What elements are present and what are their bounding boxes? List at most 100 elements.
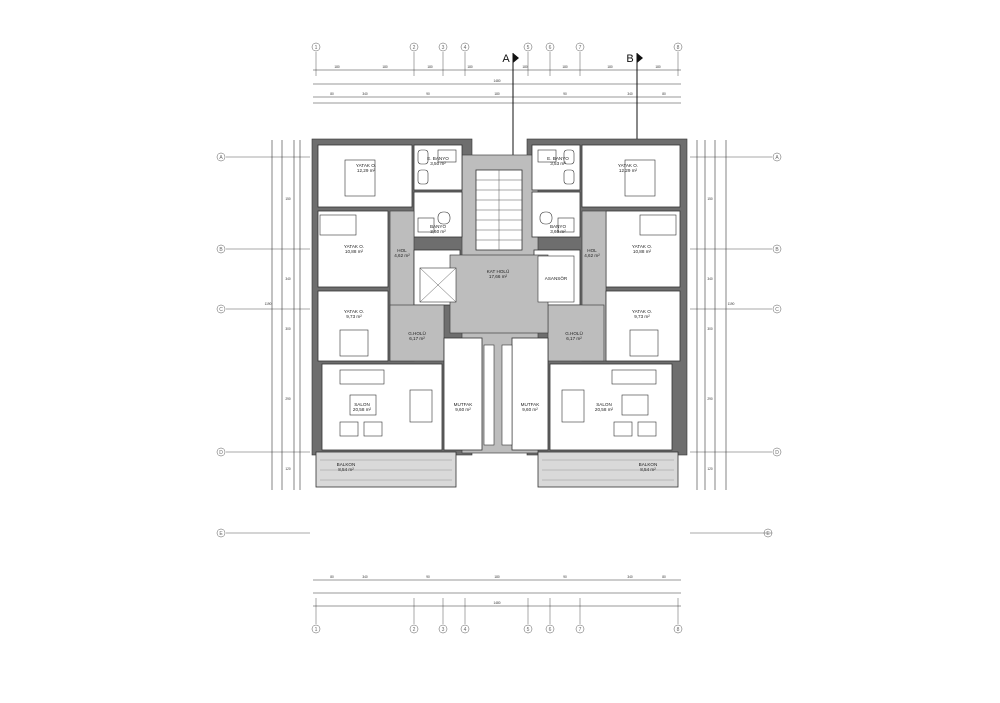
room-area: 10,88 m² [633, 249, 652, 254]
section-b-arrow-icon [637, 53, 643, 63]
bed-icon [319, 214, 357, 236]
room-label: YATAK O. [632, 244, 652, 249]
dim-text: 180 [522, 65, 528, 69]
sofa-icon [339, 369, 385, 385]
table-icon [621, 394, 649, 416]
axis-label: 1 [315, 45, 318, 51]
axis-label: 2 [413, 45, 416, 51]
dim-text: 120 [707, 467, 713, 471]
dim-text: 90 [563, 92, 567, 96]
room-label: E. BANYO [547, 156, 569, 161]
dimensions-right: 150 340 300 290 120 1190 [696, 140, 735, 490]
dim-text: 80 [662, 92, 666, 96]
room-mutfak-left [443, 337, 483, 451]
room-label: YATAK O. [632, 309, 652, 314]
room-area: 3,50 m² [430, 161, 446, 166]
bed-icon [639, 214, 677, 236]
dim-text: 180 [467, 65, 473, 69]
section-b-label: B [626, 53, 633, 65]
dim-text: 180 [607, 65, 613, 69]
room-label: BANYO [550, 224, 567, 229]
room-label: SALON [596, 402, 612, 407]
room-mutfak-right [511, 337, 549, 451]
bed-icon [624, 159, 656, 197]
axis-label: 7 [579, 45, 582, 51]
axis-label: B [219, 247, 223, 253]
dim-text: 80 [662, 575, 666, 579]
axis-label: 4 [464, 627, 467, 633]
room-label: HOL [587, 248, 597, 253]
dim-text: 340 [362, 92, 368, 96]
section-a-label: A [502, 53, 510, 65]
dim-text: 80 [330, 575, 334, 579]
dim-text: 340 [285, 277, 291, 281]
dim-text: 1190 [728, 302, 735, 306]
room-label: YATAK O. [618, 163, 638, 168]
room-area: 12,29 m² [619, 168, 638, 173]
dining-table-icon [561, 389, 585, 423]
building [311, 138, 688, 488]
dim-text: 290 [707, 397, 713, 401]
bed-icon [344, 159, 376, 197]
dim-text: 180 [334, 65, 340, 69]
dim-text: 180 [427, 65, 433, 69]
room-area: 9,60 m² [522, 407, 538, 412]
room-area: 6,17 m² [566, 336, 582, 341]
axis-label: B [775, 247, 779, 253]
dim-text: 300 [707, 327, 713, 331]
room-kathol [449, 254, 549, 334]
room-area: 3,60 m² [550, 229, 566, 234]
room-label: YATAK O. [344, 244, 364, 249]
room-label: G.HOLÜ [408, 330, 426, 336]
dim-text: 120 [285, 467, 291, 471]
bed-icon [339, 329, 369, 357]
balcony-right [537, 451, 679, 488]
axis-label: 3 [442, 45, 445, 51]
dimensions-top: 180 180 180 180 180 180 180 180 1480 80 … [313, 65, 681, 104]
dim-text: 80 [330, 92, 334, 96]
room-area: 9,73 m² [634, 314, 650, 319]
axis-label: E [766, 531, 770, 537]
table-icon [349, 394, 377, 416]
room-labels: YATAK O. 12,29 m² E. BANYO 3,50 m² BANYO… [337, 156, 658, 472]
axis-label: 3 [442, 627, 445, 633]
axis-label: 5 [527, 45, 530, 51]
axis-label: 6 [549, 45, 552, 51]
room-area: 10,88 m² [345, 249, 364, 254]
room-area: 4,62 m² [394, 253, 410, 258]
room-label: BANYO [430, 224, 447, 229]
dim-text: 90 [426, 575, 430, 579]
dim-text: 340 [362, 575, 368, 579]
dim-text: 340 [627, 575, 633, 579]
section-a-arrow-icon [513, 53, 519, 63]
room-label: BALKON [337, 462, 356, 467]
dim-text: 90 [563, 575, 567, 579]
dim-text: 90 [426, 92, 430, 96]
axis-label: A [775, 155, 779, 161]
axis-label: C [775, 307, 779, 313]
room-label: E. BANYO [427, 156, 449, 161]
room-area: 12,29 m² [357, 168, 376, 173]
room-label: SALON [354, 402, 370, 407]
dim-text: 150 [707, 197, 713, 201]
dim-text: 1480 [493, 601, 500, 605]
room-label: MUTFAK [521, 402, 541, 407]
dim-text: 180 [494, 92, 500, 96]
axis-label: 8 [677, 45, 680, 51]
room-label: G.HOLÜ [565, 330, 583, 336]
dimensions-bottom: 80 340 90 180 90 340 80 1480 [313, 575, 681, 607]
axis-label: 6 [549, 627, 552, 633]
dim-text: 180 [494, 575, 500, 579]
room-label: ASANSÖR [545, 275, 568, 281]
room-area: 20,58 m² [353, 407, 372, 412]
room-area: 9,73 m² [346, 314, 362, 319]
room-label: YATAK O. [356, 163, 376, 168]
dimensions-left: 150 340 300 290 120 1190 [265, 140, 301, 490]
axis-label: 1 [315, 627, 318, 633]
room-area: 20,58 m² [595, 407, 614, 412]
balcony-left [315, 451, 457, 488]
room-area: 8,54 m² [338, 467, 354, 472]
room-ghol-left [389, 304, 445, 362]
room-area: 9,60 m² [455, 407, 471, 412]
